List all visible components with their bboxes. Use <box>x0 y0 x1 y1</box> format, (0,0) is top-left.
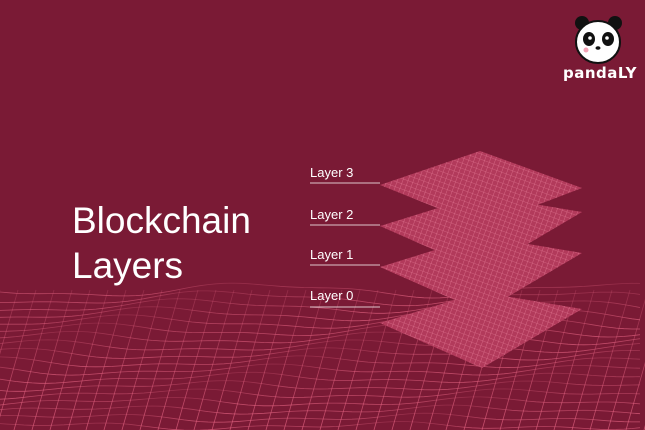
terrain-line <box>85 289 127 430</box>
terrain-line <box>337 289 379 430</box>
terrain-line <box>0 371 641 384</box>
layer-3-plane <box>310 151 582 226</box>
terrain-line <box>175 289 217 430</box>
terrain-line <box>589 289 631 430</box>
layer-0-plane <box>310 292 582 368</box>
terrain-line <box>121 289 163 430</box>
terrain-line <box>0 330 641 346</box>
terrain-line <box>193 289 235 430</box>
terrain-line <box>139 289 181 430</box>
terrain-line <box>607 299 645 430</box>
terrain-line <box>553 289 595 430</box>
terrain-line <box>0 421 641 430</box>
terrain-line <box>0 404 641 415</box>
terrain-line <box>49 289 91 430</box>
terrain-line <box>0 388 641 400</box>
layer-2-label: Layer 2 <box>310 207 354 222</box>
terrain-line <box>625 362 645 430</box>
terrain-line <box>319 289 361 430</box>
terrain-line <box>0 289 37 418</box>
terrain-line <box>373 289 415 430</box>
panda-face-icon <box>575 16 622 64</box>
title-line-1: Blockchain <box>72 200 251 241</box>
layer-2-plane <box>310 195 582 271</box>
terrain-line <box>571 289 613 430</box>
terrain-line <box>103 289 145 430</box>
terrain-line <box>283 289 325 430</box>
terrain-line <box>0 339 641 353</box>
terrain-line <box>0 290 641 307</box>
brand-wordmark: pandaLY <box>563 64 637 82</box>
terrain-line <box>247 289 289 430</box>
terrain-line <box>355 289 397 430</box>
terrain-line <box>13 289 55 430</box>
terrain-line <box>31 289 73 430</box>
terrain-line <box>0 412 640 423</box>
terrain-line <box>0 396 641 407</box>
terrain-line <box>157 289 199 430</box>
layer-0-label: Layer 0 <box>310 288 354 303</box>
terrain-line <box>229 289 271 430</box>
layer-3-label: Layer 3 <box>310 165 354 180</box>
terrain-line <box>67 289 109 430</box>
terrain-line <box>211 289 253 430</box>
terrain-line <box>0 380 641 392</box>
layer-1-label: Layer 1 <box>310 247 354 262</box>
terrain-line <box>301 289 343 430</box>
slide-title: Blockchain Layers <box>72 198 251 288</box>
terrain-line <box>0 355 641 369</box>
terrain-line <box>265 289 307 430</box>
layer-1-plane <box>310 236 582 312</box>
terrain-line <box>0 289 19 355</box>
title-line-2: Layers <box>72 245 184 286</box>
